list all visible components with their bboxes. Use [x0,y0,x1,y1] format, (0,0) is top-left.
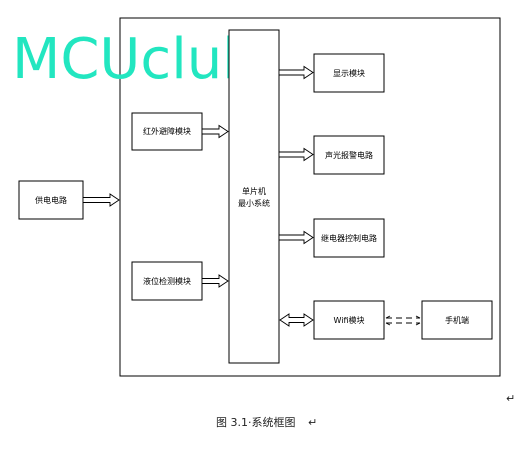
infrared-block [131,112,203,151]
arrow-mcu-wifi-bidirectional [279,313,314,327]
alarm-block [313,135,385,175]
arrow-infrared-to-mcu [201,124,229,139]
arrow-mcu-to-relay [278,230,314,245]
level-detect-label: 液位检测模块 [143,276,191,286]
display-block [313,53,385,93]
infrared-label: 红外避障模块 [143,126,191,136]
paragraph-mark: ↵ [506,392,515,405]
mcu-block [228,29,280,364]
arrow-mcu-to-alarm [278,147,314,162]
figure-caption: 图 3.1·系统框图 [216,416,296,429]
relay-label: 继电器控制电路 [321,233,377,243]
power-circuit-label: 供电电路 [35,195,67,205]
display-label: 显示模块 [333,68,365,78]
power-circuit-block [18,180,84,220]
mcu-label-line2: 最小系统 [238,198,270,208]
arrow-power-to-system [82,193,120,207]
wifi-block [313,300,385,340]
wifi-label: Wifi模块 [334,315,365,325]
arrow-level-to-mcu [201,274,229,288]
wireless-link [385,315,421,326]
caption-paragraph-mark: ↵ [308,416,317,429]
watermark: MCUclub [12,27,258,92]
relay-block [313,218,385,258]
alarm-label: 声光报警电路 [325,150,373,160]
mcu-label-line1: 单片机 [242,186,266,196]
phone-label: 手机端 [445,315,469,325]
arrow-mcu-to-display [278,65,314,80]
phone-block [421,300,493,340]
